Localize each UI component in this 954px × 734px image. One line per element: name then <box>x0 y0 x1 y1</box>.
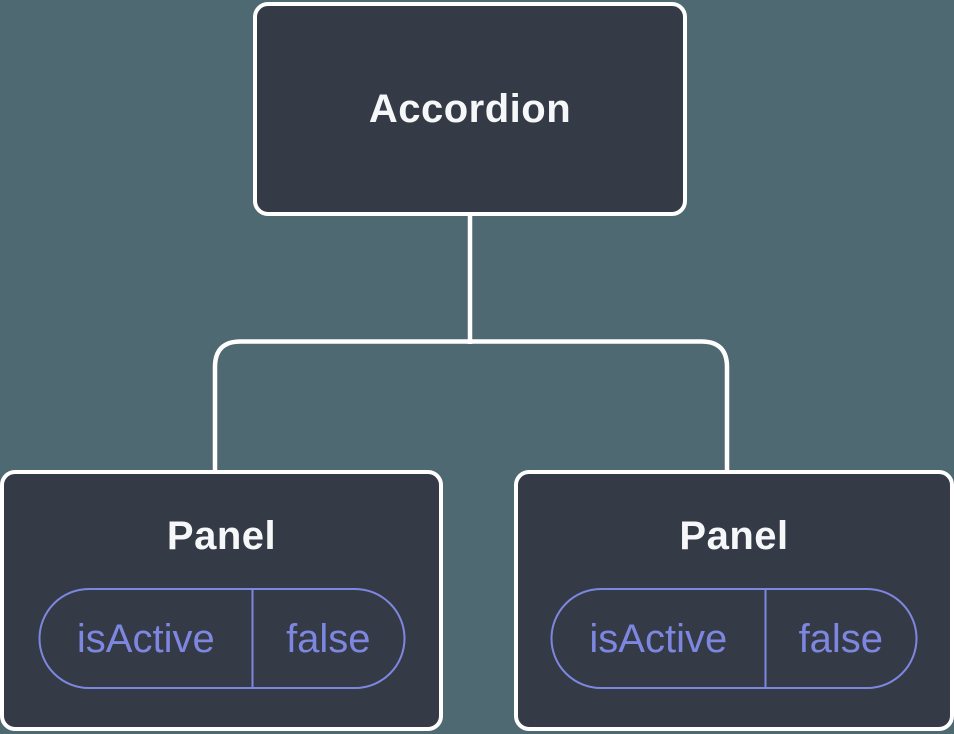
panel-node-right: Panel isActive false <box>514 470 954 731</box>
panel-right-state-key-cell: isActive <box>553 590 767 687</box>
panel-left-state-value-cell: false <box>254 590 403 687</box>
panel-right-state-name: isActive <box>589 616 728 661</box>
panel-right-state-value-cell: false <box>766 590 915 687</box>
accordion-node: Accordion <box>253 2 687 216</box>
panel-right-state-pill: isActive false <box>550 588 918 689</box>
panel-right-state-value: false <box>798 616 884 661</box>
accordion-node-label: Accordion <box>368 87 572 131</box>
panel-left-label: Panel <box>166 514 277 558</box>
panel-right-label: Panel <box>679 514 789 558</box>
panel-left-state-pill: isActive false <box>38 588 405 689</box>
panel-left-state-name: isActive <box>76 616 215 661</box>
panel-left-state-key-cell: isActive <box>40 590 254 687</box>
panel-node-left: Panel isActive false <box>0 470 443 731</box>
panel-left-state-value: false <box>286 616 371 661</box>
connector-branch-bracket <box>212 339 730 474</box>
